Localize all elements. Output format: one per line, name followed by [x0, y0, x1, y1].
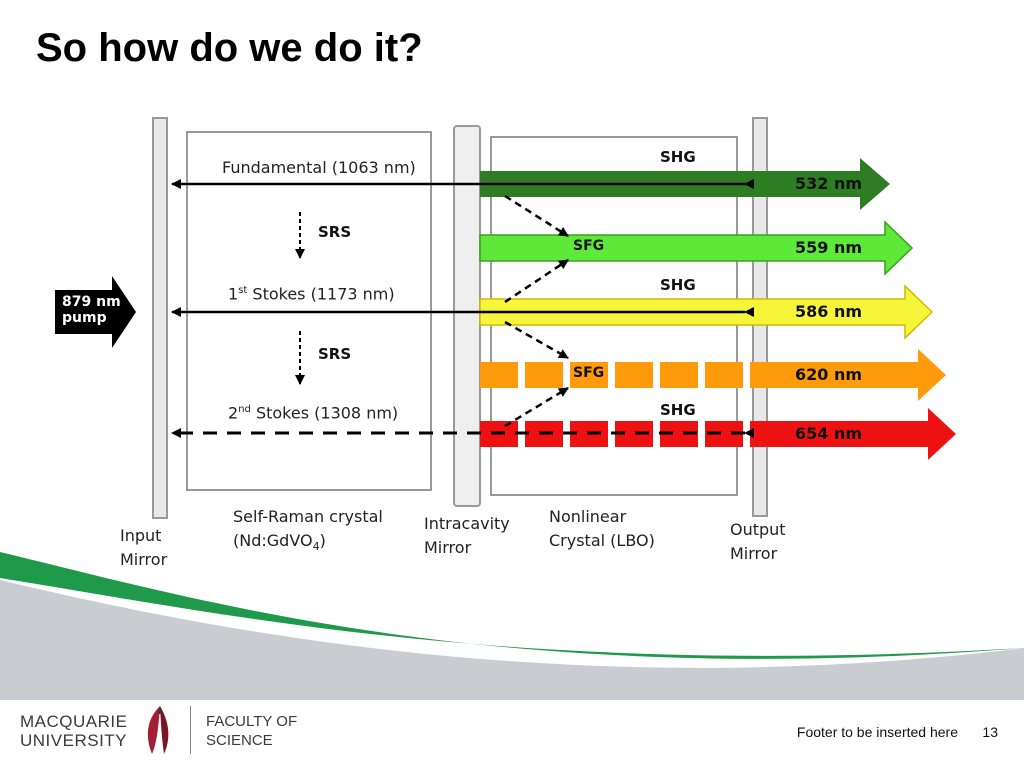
sfg-label-1: SFG [573, 238, 605, 254]
faculty-line1: FACULTY OF [206, 713, 298, 730]
logo-divider [190, 706, 191, 754]
pump-label: 879 nm pump [62, 294, 121, 326]
university-logo-text: MACQUARIE UNIVERSITY [20, 712, 127, 750]
raman-formula-close: ) [319, 531, 326, 550]
srs-label-2: SRS [318, 345, 352, 363]
output-mirror-label-line1: Output [730, 520, 786, 539]
input-mirror-label-line2: Mirror [120, 550, 168, 569]
university-name-line2: UNIVERSITY [20, 731, 128, 750]
stokes1-ordinal: st [238, 285, 248, 296]
lbo-crystal-label: Nonlinear Crystal (LBO) [549, 505, 655, 553]
shg-label-1: SHG [660, 148, 696, 166]
white-panel [0, 700, 1024, 768]
wavelength-654: 654 nm [795, 424, 863, 443]
shg-label-3: SHG [660, 401, 696, 419]
input-mirror-label-line1: Input [120, 526, 162, 545]
raman-crystal-label: Self-Raman crystal (Nd:GdVO4) [233, 505, 383, 559]
sfg-arrow-d [504, 386, 569, 428]
stokes2-number: 2 [228, 403, 239, 423]
beam-620 [480, 349, 946, 401]
shg-label-2: SHG [660, 276, 696, 294]
pump-arrow [55, 276, 136, 348]
input-mirror [152, 117, 168, 519]
sfg-arrow-a [504, 194, 569, 238]
lbo-crystal-label-line2: Crystal (LBO) [549, 531, 655, 550]
pump-word: pump [62, 310, 107, 326]
stokes1-text: Stokes (1173 nm) [247, 284, 395, 304]
footer-text: Footer to be inserted here [796, 724, 958, 740]
sfg-arrow-b [504, 258, 569, 304]
sfg-label-2: SFG [573, 365, 605, 381]
lbo-crystal-label-line1: Nonlinear [549, 507, 627, 526]
faculty-logo-text: FACULTY OF SCIENCE [206, 712, 297, 750]
raman-crystal-label-line1: Self-Raman crystal [233, 507, 383, 526]
stokes2-text: Stokes (1308 nm) [250, 403, 399, 423]
raman-formula-text: (Nd:GdVO [233, 531, 313, 550]
green-swoosh [0, 552, 1024, 659]
stokes1-number: 1 [228, 284, 239, 304]
wavelength-532: 532 nm [795, 174, 863, 193]
output-mirror-label-line2: Mirror [730, 544, 778, 563]
faculty-line2: SCIENCE [206, 732, 273, 749]
beam-559 [479, 220, 914, 276]
lighthouse-emblem-icon [147, 706, 169, 754]
page-number: 13 [982, 724, 998, 740]
output-mirror-label: Output Mirror [730, 518, 786, 566]
input-mirror-label: Input Mirror [120, 524, 167, 572]
raman-formula-subscript: 4 [312, 540, 320, 554]
fundamental-label: Fundamental (1063 nm) [222, 158, 416, 177]
slide-title: So how do we do it? [36, 26, 423, 70]
wavelength-620: 620 nm [795, 365, 863, 384]
intracavity-mirror-label: Intracavity Mirror [424, 512, 510, 560]
stokes1-label: 1st Stokes (1173 nm) [228, 279, 395, 306]
wavelength-586: 586 nm [795, 302, 863, 321]
intracavity-mirror-label-line2: Mirror [424, 538, 472, 557]
stokes2-label: 2nd Stokes (1308 nm) [228, 398, 398, 425]
intracavity-mirror-label-line1: Intracavity [424, 514, 510, 533]
sfg-arrow-c [504, 320, 569, 360]
srs-label-1: SRS [318, 223, 352, 241]
stokes2-ordinal: nd [238, 404, 251, 415]
university-name-line1: MACQUARIE [20, 712, 128, 731]
raman-crystal-formula: (Nd:GdVO4) [233, 529, 383, 559]
pump-wavelength: 879 nm [62, 294, 121, 310]
wavelength-559: 559 nm [795, 238, 863, 257]
